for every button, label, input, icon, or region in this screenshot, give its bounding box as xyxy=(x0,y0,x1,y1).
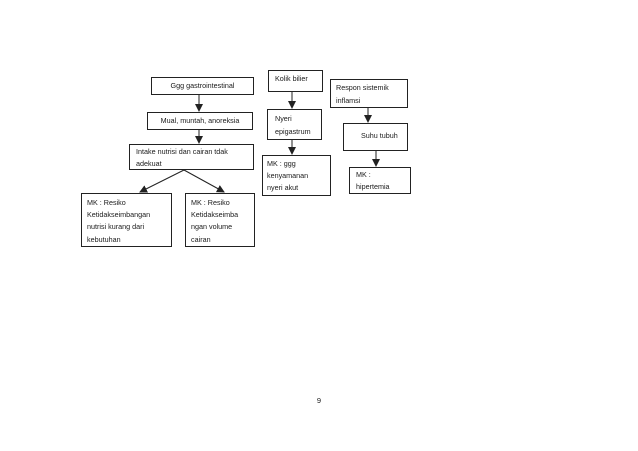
node-mk-hipertemia: MK : hipertemia xyxy=(349,167,411,194)
arrow-intake-to-mk-nutrisi xyxy=(139,169,185,193)
node-mk-resiko-cairan: MK : Resiko Ketidakseimba ngan volume ca… xyxy=(185,193,255,247)
node-mk-nyeri-akut: MK : ggg kenyamanan nyeri akut xyxy=(262,155,331,196)
node-suhu-tubuh: Suhu tubuh xyxy=(343,123,408,151)
node-nyeri-epigastrum: Nyeri epigastrum xyxy=(267,109,322,140)
node-mk-resiko-nutrisi: MK : Resiko Ketidakseimbangan nutrisi ku… xyxy=(81,193,172,247)
page-number: 9 xyxy=(316,396,322,405)
node-suhu-tubuh-label: Suhu tubuh xyxy=(361,131,398,140)
node-kolik-bilier: Kolik bilier xyxy=(268,70,323,92)
node-mual-muntah-anoreksia: Mual, muntah, anoreksia xyxy=(147,112,253,130)
node-ggg-gastrointestinal: Ggg gastrointestinal xyxy=(151,77,254,95)
arrow-intake-to-mk-cairan xyxy=(183,169,225,193)
node-respon-sistemik: Respon sistemik inflamsi xyxy=(330,79,408,108)
node-intake-nutrisi: Intake nutrisi dan cairan tdak adekuat xyxy=(129,144,254,170)
